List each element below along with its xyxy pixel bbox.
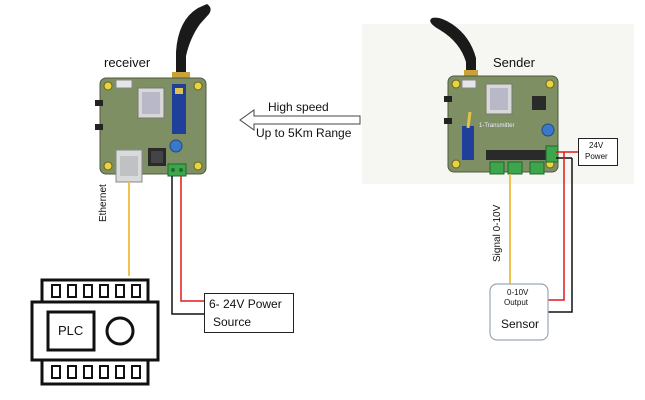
plc-label: PLC — [58, 323, 84, 338]
sensor-output-line2: Output — [504, 298, 529, 307]
sender-antenna-connector — [464, 70, 478, 80]
sensor-power-black-wire — [548, 158, 573, 313]
sensor-output-line1: 0-10V — [507, 288, 529, 297]
receiver-board — [95, 4, 211, 183]
sender-board — [430, 17, 559, 175]
ethernet-label: Ethernet — [98, 184, 109, 222]
receiver-antenna-icon — [176, 4, 211, 78]
sender-title: Sender — [493, 55, 535, 70]
sender-power-line2: Power — [585, 152, 608, 161]
receiver-power-line2: Source — [213, 315, 252, 329]
sender-power-box: 24V Power — [578, 138, 618, 166]
link-speed-label: High speed — [268, 100, 329, 114]
receiver-power-black-wire — [171, 176, 204, 315]
sensor-box — [489, 283, 549, 341]
sensor-power-red-wire — [548, 152, 565, 301]
receiver-power-source-box: 6- 24V Power Source — [204, 293, 294, 333]
signal-label: Signal 0-10V — [492, 204, 503, 262]
link-arrow-icon — [239, 109, 361, 131]
receiver-power-red-wire — [180, 176, 204, 302]
sender-board-label: 1-Transmitter — [479, 123, 515, 129]
receiver-antenna-connector — [172, 72, 190, 82]
link-range-label: Up to 5Km Range — [256, 126, 352, 140]
sender-power-line1: 24V — [589, 141, 604, 150]
plc-device-icon — [30, 278, 160, 386]
receiver-title: receiver — [104, 55, 151, 70]
receiver-power-line1: 6- 24V Power — [209, 297, 282, 311]
sensor-label: Sensor — [501, 317, 540, 331]
